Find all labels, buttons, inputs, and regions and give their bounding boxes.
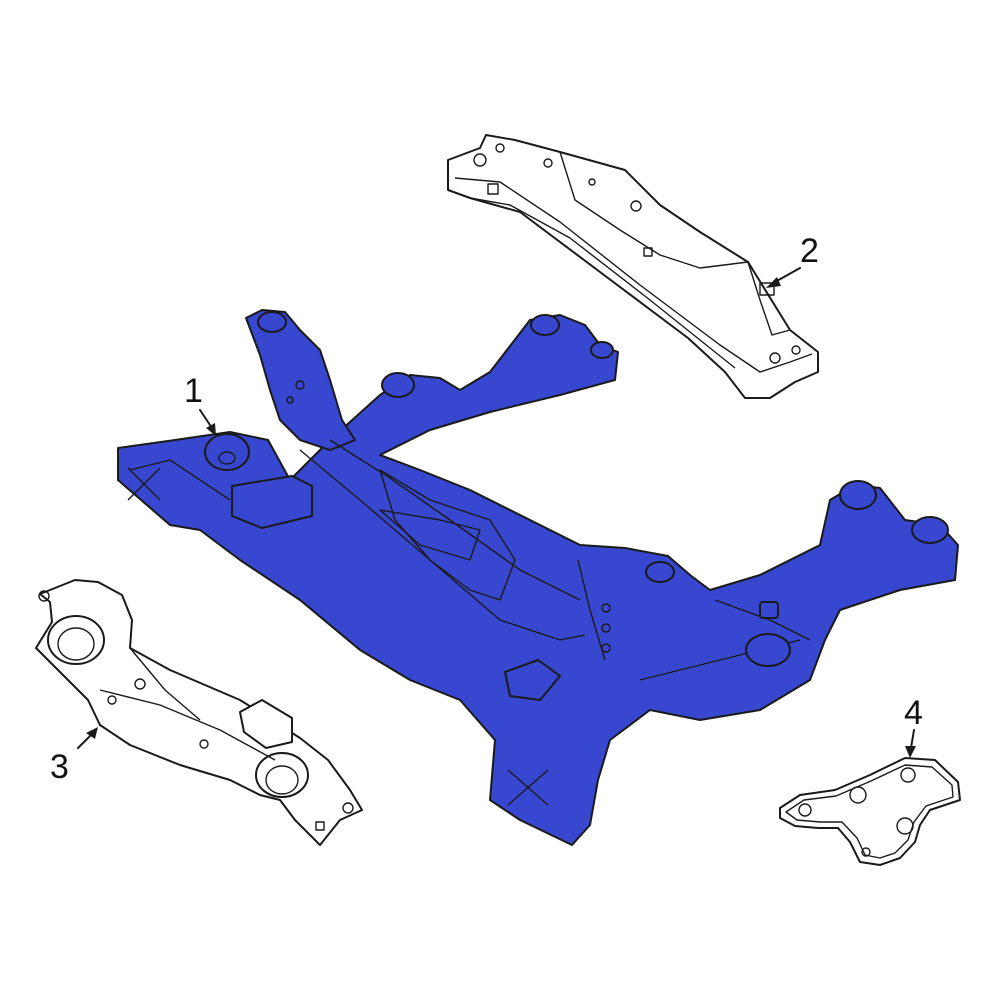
hole-icon	[199, 739, 209, 749]
mount-hole-icon	[495, 143, 505, 153]
bushing-icon	[911, 516, 949, 544]
hole-icon	[896, 817, 914, 835]
hole-icon	[861, 847, 871, 857]
bushing-icon	[839, 480, 877, 510]
hole-icon	[849, 786, 867, 804]
bushing-icon	[47, 615, 105, 665]
part-1-subframe[interactable]	[117, 309, 959, 846]
mount-hole-icon	[588, 178, 596, 186]
hole-icon	[38, 590, 50, 602]
callout-3: 3	[50, 727, 98, 786]
slot-icon	[643, 247, 653, 257]
slot-icon	[315, 821, 325, 831]
hole-icon	[601, 623, 611, 633]
mount-hole-icon	[791, 345, 801, 355]
part-4-plate[interactable]	[779, 757, 961, 866]
bushing-icon	[745, 633, 791, 667]
callout-4: 4	[904, 694, 923, 758]
callout-number: 3	[50, 748, 69, 786]
callout-1: 1	[184, 372, 216, 436]
mount-hole-icon	[473, 153, 487, 167]
slot-icon	[487, 183, 499, 195]
hole-icon	[134, 678, 146, 690]
bushing-icon	[218, 451, 236, 465]
bushing-icon	[645, 561, 675, 583]
bushing-icon	[590, 341, 614, 359]
callout-number: 4	[904, 694, 923, 732]
mount-hole-icon	[769, 352, 781, 364]
mount-hole-icon	[630, 200, 642, 212]
bushing-icon	[257, 311, 287, 333]
bushing-icon	[530, 314, 560, 336]
hole-icon	[107, 695, 117, 705]
bushing-icon	[381, 372, 415, 398]
hole-icon	[798, 803, 812, 817]
hole-icon	[601, 643, 611, 653]
part-2-crossmember[interactable]	[447, 134, 819, 399]
callout-2: 2	[766, 232, 819, 288]
hole-icon	[286, 396, 294, 404]
hole-icon	[601, 603, 611, 613]
hole-icon	[900, 767, 916, 783]
callout-number: 2	[800, 232, 819, 270]
mount-hole-icon	[543, 158, 553, 168]
bushing-icon	[265, 765, 299, 795]
bushing-icon	[255, 752, 309, 798]
hole-icon	[342, 802, 354, 814]
hole-icon	[295, 380, 305, 390]
callout-number: 1	[184, 372, 203, 410]
bolt-icon	[759, 601, 779, 619]
bushing-icon	[57, 627, 95, 661]
stud-icon	[759, 282, 775, 296]
part-3-crossmember[interactable]	[35, 579, 363, 846]
